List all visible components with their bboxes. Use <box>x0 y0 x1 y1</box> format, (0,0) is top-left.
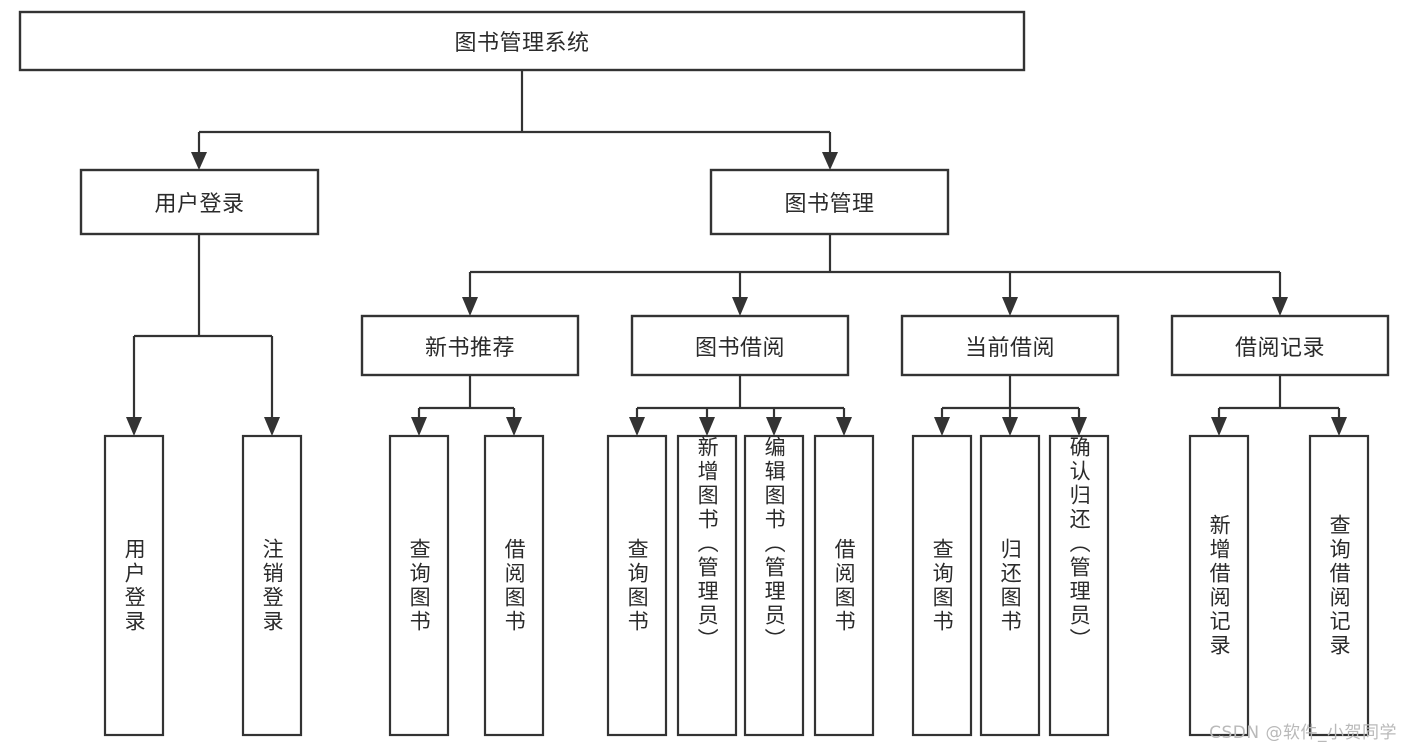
arrow-to-book-borrow-icon <box>732 297 748 316</box>
node-box-leaf-add-book-admin[interactable] <box>676 434 738 737</box>
node-box-new-book-recommend[interactable] <box>360 314 580 377</box>
node-box-leaf-borrow-book-2[interactable] <box>813 434 875 737</box>
arrow-to-current-borrow-icon <box>1002 297 1018 316</box>
arrow-to-leaf-borrow-book-2-icon <box>836 417 852 436</box>
node-box-book-borrow[interactable] <box>630 314 850 377</box>
node-box-user-login[interactable] <box>79 168 320 236</box>
arrow-to-leaf-confirm-return-admin-icon <box>1071 417 1087 436</box>
arrow-to-leaf-query-book-1-icon <box>411 417 427 436</box>
node-box-leaf-user-login[interactable] <box>103 434 165 737</box>
arrow-to-leaf-user-login-icon <box>126 417 142 436</box>
node-box-leaf-add-borrow-record[interactable] <box>1188 434 1250 737</box>
node-box-leaf-query-book-1[interactable] <box>388 434 450 737</box>
node-box-leaf-query-borrow-record[interactable] <box>1308 434 1370 737</box>
node-box-leaf-borrow-book-1[interactable] <box>483 434 545 737</box>
edge-group-user-login-to-leaves <box>126 234 280 436</box>
arrow-to-book-manage-icon <box>822 152 838 170</box>
edge-group-borrow-record-to-leaves <box>1211 375 1347 436</box>
node-box-leaf-return-book[interactable] <box>979 434 1041 737</box>
arrow-to-leaf-query-book-3-icon <box>934 417 950 436</box>
edge-group-root-to-level2 <box>191 70 838 170</box>
node-box-leaf-edit-book-admin[interactable] <box>743 434 805 737</box>
node-box-leaf-query-book-3[interactable] <box>911 434 973 737</box>
node-box-root[interactable] <box>18 10 1026 72</box>
arrow-to-new-book-recommend-icon <box>462 297 478 316</box>
arrow-to-leaf-query-borrow-record-icon <box>1331 417 1347 436</box>
arrow-to-leaf-query-book-2-icon <box>629 417 645 436</box>
arrow-to-leaf-borrow-book-1-icon <box>506 417 522 436</box>
node-box-book-manage[interactable] <box>709 168 950 236</box>
node-box-current-borrow[interactable] <box>900 314 1120 377</box>
node-box-leaf-confirm-return-admin[interactable] <box>1048 434 1110 737</box>
node-box-leaf-query-book-2[interactable] <box>606 434 668 737</box>
edge-group-book-manage-to-level3 <box>462 234 1288 316</box>
edge-group-new-book-recommend-to-leaves <box>411 375 522 436</box>
arrow-to-user-login-icon <box>191 152 207 170</box>
watermark-text: CSDN @软件_小贺同学 <box>1209 723 1397 743</box>
arrow-to-leaf-add-book-admin-icon <box>699 417 715 436</box>
arrow-to-leaf-add-borrow-record-icon <box>1211 417 1227 436</box>
edge-group-current-borrow-to-leaves <box>934 375 1087 436</box>
arrow-to-borrow-record-icon <box>1272 297 1288 316</box>
arrow-to-leaf-return-book-icon <box>1002 417 1018 436</box>
edge-group-book-borrow-to-leaves <box>629 375 852 436</box>
arrow-to-leaf-logout-login-icon <box>264 417 280 436</box>
node-box-borrow-record[interactable] <box>1170 314 1390 377</box>
arrow-to-leaf-edit-book-admin-icon <box>766 417 782 436</box>
node-box-leaf-logout-login[interactable] <box>241 434 303 737</box>
